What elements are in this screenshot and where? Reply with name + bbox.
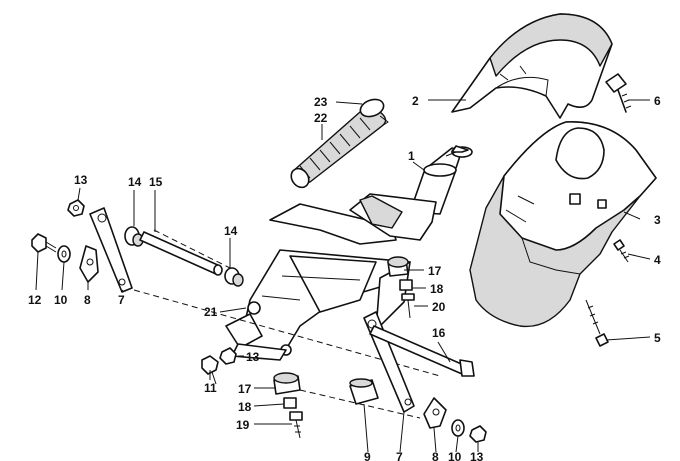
clip-8 [79, 245, 99, 283]
spacer-18-upper [399, 279, 413, 291]
callout-13-centre: 13 [246, 350, 260, 364]
washer-10 [57, 245, 71, 263]
callout-6: 6 [654, 94, 661, 108]
callout-17-lower: 17 [238, 382, 252, 396]
callout-21: 21 [204, 305, 218, 319]
callout-16: 16 [432, 326, 446, 340]
alignment-line-lower [299, 389, 421, 419]
bolt-20 [401, 293, 415, 319]
callout-4: 4 [654, 253, 661, 267]
bracket-arm-7-left [89, 207, 133, 293]
callout-3: 3 [654, 213, 661, 227]
callout-19: 19 [236, 418, 250, 432]
bolt-16 [369, 325, 475, 377]
spacer-18-lower [283, 397, 297, 409]
hose-clamp [359, 98, 389, 127]
callout-7-right: 7 [396, 450, 403, 461]
callout-22: 22 [314, 111, 328, 125]
screw-5 [585, 299, 609, 347]
upper-column-cover [451, 13, 613, 119]
rubber-mount-17-upper [387, 256, 409, 277]
callout-5: 5 [654, 331, 661, 345]
column-bracket [225, 193, 437, 361]
callout-11: 11 [204, 381, 217, 395]
callout-18-lower: 18 [238, 400, 252, 414]
bolt-11 [201, 355, 219, 385]
callout-23: 23 [314, 95, 328, 109]
washer-10-right [451, 419, 465, 437]
bolt-12 [31, 233, 57, 253]
spacer-9 [349, 378, 379, 405]
bushing-14-lower [224, 267, 244, 287]
callout-7-left: 7 [118, 293, 125, 307]
callout-14-lower: 14 [224, 224, 238, 238]
callout-labels: 1 2 3 4 5 6 23 22 17 18 20 16 21 13 11 1… [28, 94, 661, 461]
bellows-boot [290, 107, 387, 189]
callout-10-left: 10 [54, 293, 68, 307]
leader-lines [35, 99, 651, 453]
screw-4 [613, 239, 630, 263]
callout-1: 1 [408, 149, 415, 163]
callout-13-right: 13 [470, 450, 484, 461]
callout-13-top: 13 [74, 173, 88, 187]
lower-column-cover [469, 121, 657, 328]
callout-8-left: 8 [84, 293, 91, 307]
bushing-14-top [124, 226, 144, 247]
callout-9: 9 [364, 450, 371, 461]
callout-20: 20 [432, 300, 446, 314]
bolt-19 [289, 411, 303, 439]
callout-10-right: 10 [448, 450, 462, 461]
alignment-line-pin [153, 229, 231, 269]
screw-6 [605, 73, 632, 113]
nut-13-top [67, 199, 85, 217]
nut-13-right [469, 425, 487, 443]
callout-14-top: 14 [128, 175, 142, 189]
callout-8-right: 8 [432, 450, 439, 461]
callout-2: 2 [412, 94, 419, 108]
callout-12: 12 [28, 293, 42, 307]
callout-18-upper: 18 [430, 282, 444, 296]
rubber-mount-17-lower [273, 372, 301, 395]
callout-15: 15 [149, 175, 163, 189]
pin-15 [139, 231, 223, 276]
callout-17-upper: 17 [428, 264, 442, 278]
nut-13-centre [219, 347, 237, 365]
clip-8-right [423, 397, 447, 429]
